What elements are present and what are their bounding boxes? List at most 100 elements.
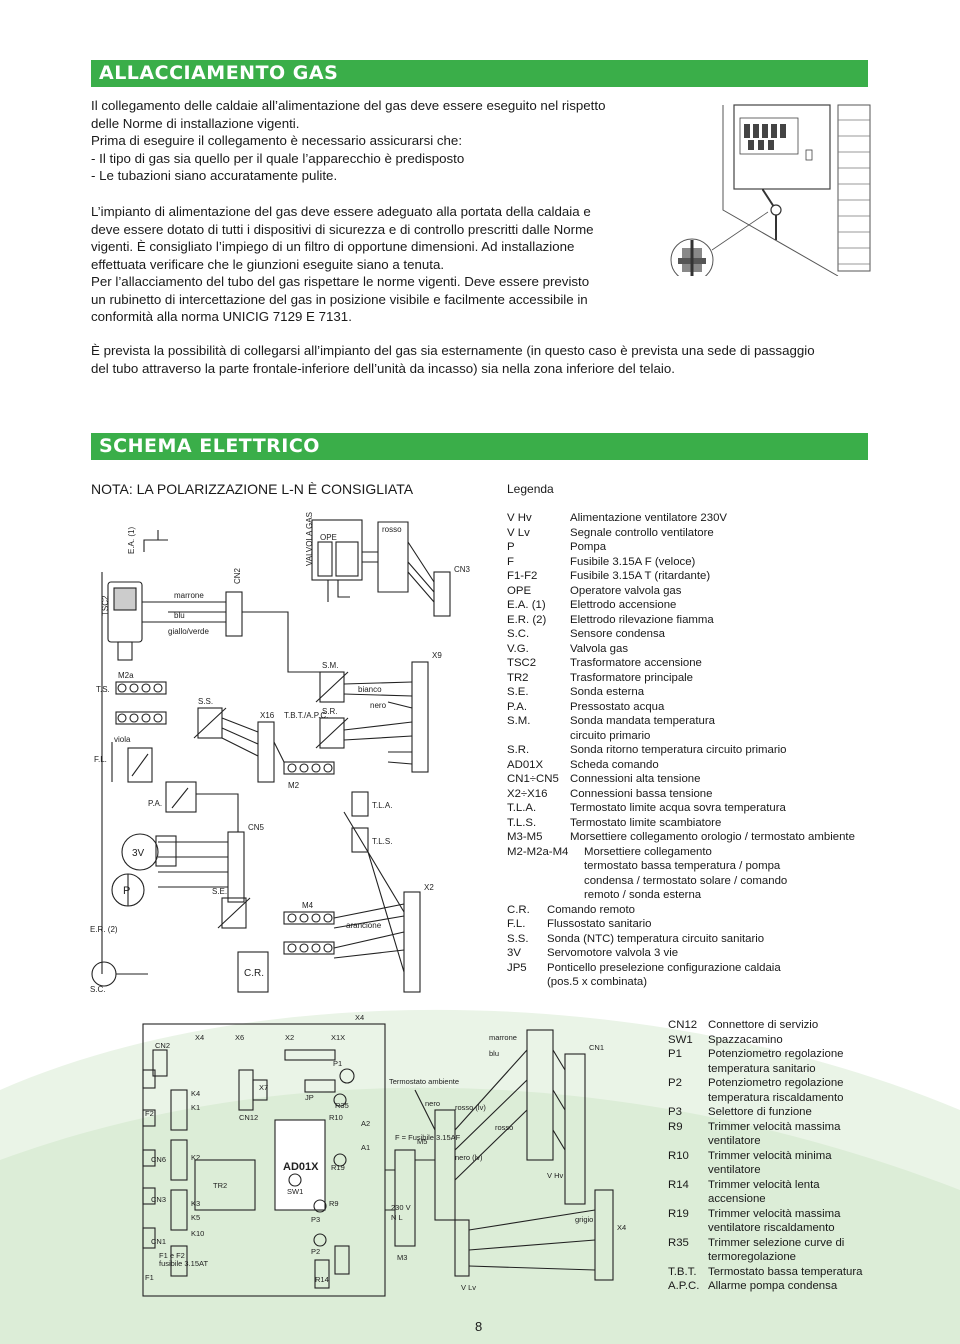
- legend-description: Morsettiere collegamento orologio / term…: [570, 830, 855, 845]
- legend-description-line: Trimmer velocità massima: [708, 1207, 841, 1220]
- legend-description: Alimentazione ventilatore 230V: [570, 511, 727, 526]
- legend-code: T.B.T.: [668, 1265, 697, 1278]
- legend-description-line: ventilatore: [708, 1164, 761, 1176]
- legend-code: CN1÷CN5: [507, 773, 559, 785]
- legend-description-line: Valvola gas: [570, 642, 629, 655]
- legend-code: V.G.: [507, 642, 529, 655]
- label-x2: X2: [424, 883, 434, 892]
- legend-code: F1-F2: [507, 570, 538, 582]
- legend-description-line: Segnale controllo ventilatore: [570, 526, 714, 539]
- legend-description-line: Trimmer selezione curve di: [708, 1236, 845, 1249]
- legend-description: Fusibile 3.15A F (veloce): [570, 555, 695, 570]
- legend-code: OPE: [507, 584, 532, 597]
- legend-row: F.L.Flussostato sanitario: [507, 917, 867, 932]
- board-label-grigio: grigio: [575, 1215, 593, 1224]
- legend-description-line: Termostato limite scambiatore: [570, 816, 722, 829]
- board-label-rosso: rosso: [495, 1123, 513, 1132]
- legend-description-line: Trimmer velocità lenta: [708, 1178, 820, 1191]
- label-sm: S.M.: [322, 661, 338, 670]
- legend-description-line: Sonda ritorno temperatura circuito prima…: [570, 744, 787, 756]
- label-marrone: marrone: [174, 591, 204, 600]
- legend-description-line: Elettrodo rilevazione fiamma: [570, 613, 714, 626]
- legend-description: Allarme pompa condensa: [708, 1279, 837, 1294]
- legend-code: P.A.: [507, 700, 528, 713]
- legend-code: E.R. (2): [507, 613, 547, 626]
- legend-description: Elettrodo rilevazione fiamma: [570, 613, 714, 628]
- legend-code: M2-M2a-M4: [507, 845, 569, 858]
- gas-connection-illustration: [670, 104, 871, 276]
- legend-description-line: circuito primario: [570, 729, 651, 742]
- label-sr: S.R.: [322, 707, 338, 716]
- board-label-cn3: CN3: [151, 1195, 166, 1204]
- legend-description: Connettore di servizio: [708, 1018, 818, 1033]
- legend-description: Elettrodo accensione: [570, 598, 676, 613]
- board-label-f1f2: F1 e F2: [159, 1251, 185, 1260]
- legend-description-line: Fusibile 3.15A F (veloce): [570, 555, 696, 568]
- legend-code: R19: [668, 1207, 689, 1220]
- legend-description: Segnale controllo ventilatore: [570, 526, 714, 541]
- board-label-vlv: V Lv: [461, 1283, 476, 1292]
- legend-description-line: Allarme pompa condensa: [708, 1280, 838, 1292]
- legend-description-line: Operatore valvola gas: [570, 584, 682, 597]
- legend-description: Valvola gas: [570, 642, 628, 657]
- legend-description-line: Sonda esterna: [570, 686, 645, 698]
- label-m2a: M2a: [118, 671, 134, 680]
- legend-description-line: temperatura sanitario: [708, 1062, 816, 1075]
- legend-row: T.L.S.Termostato limite scambiatore: [507, 816, 867, 831]
- legend-code: R10: [668, 1149, 689, 1162]
- legend-row: S.E.Sonda esterna: [507, 685, 867, 700]
- label-cr: C.R.: [244, 968, 264, 979]
- board-label-m3: M3: [397, 1253, 407, 1262]
- legend-description-line: Elettrodo accensione: [570, 599, 677, 611]
- legend-code: S.C.: [507, 628, 530, 640]
- label-ope: OPE: [320, 533, 337, 542]
- legend-row: C.R.Comando remoto: [507, 903, 867, 918]
- board-label-k2: K2: [191, 1153, 200, 1162]
- board-label-r14: R14: [315, 1275, 329, 1284]
- board-label-ta: Termostato ambiente: [389, 1077, 459, 1086]
- board-label-x4: X4: [195, 1033, 204, 1042]
- legend-description: Selettore di funzione: [708, 1105, 812, 1120]
- board-label-cn12: CN12: [239, 1113, 258, 1122]
- board-label-fus: fusibile 3.15AT: [159, 1259, 208, 1268]
- legend-code: CN12: [668, 1019, 698, 1031]
- legend-description: Potenziometro regolazione temperatura san…: [708, 1047, 844, 1076]
- legend-row: A.P.C.Allarme pompa condensa: [668, 1279, 888, 1294]
- board-label-k10: K10: [191, 1229, 204, 1238]
- legend-description-line: Connettore di servizio: [708, 1019, 819, 1031]
- legend-description: Flussostato sanitario: [547, 917, 651, 932]
- legend-code: R14: [668, 1178, 689, 1191]
- legend-code: M3-M5: [507, 831, 543, 843]
- gas-paragraph-1: Il collegamento delle caldaie all’alimen…: [91, 98, 606, 183]
- legend-description-line: Trimmer velocità massima: [708, 1120, 841, 1133]
- legend-description-line: Potenziometro regolazione: [708, 1048, 844, 1060]
- board-label-blu: blu: [489, 1049, 499, 1058]
- label-pa: P.A.: [148, 799, 162, 808]
- legend-description-line: Alimentazione ventilatore 230V: [570, 512, 728, 524]
- label-tla: T.L.A.: [372, 801, 392, 810]
- legend-description-line: Connessioni bassa tensione: [570, 787, 713, 800]
- board-label-r10: R10: [329, 1113, 343, 1122]
- legend-code: T.L.A.: [507, 802, 537, 814]
- board-label-x7: X7: [259, 1083, 268, 1092]
- background-wave: [0, 1009, 960, 1344]
- control-board-diagram: X4 X6 X2 X1X CN2 X4 X7 AD01X TR2 F1 F2 F…: [142, 1013, 626, 1297]
- legend-code: R35: [668, 1236, 689, 1249]
- legend-description-line: Comando remoto: [547, 903, 636, 916]
- legend-description-line: Termostato limite acqua sovra temperatur…: [570, 802, 786, 814]
- legend-description: Ponticello preselezione configurazione c…: [547, 961, 781, 990]
- board-label-m5: M5: [417, 1137, 427, 1146]
- label-arancione: arancione: [346, 921, 382, 930]
- legend-code: JP5: [507, 961, 527, 974]
- legend-description-line: Ponticello preselezione configurazione c…: [547, 961, 781, 974]
